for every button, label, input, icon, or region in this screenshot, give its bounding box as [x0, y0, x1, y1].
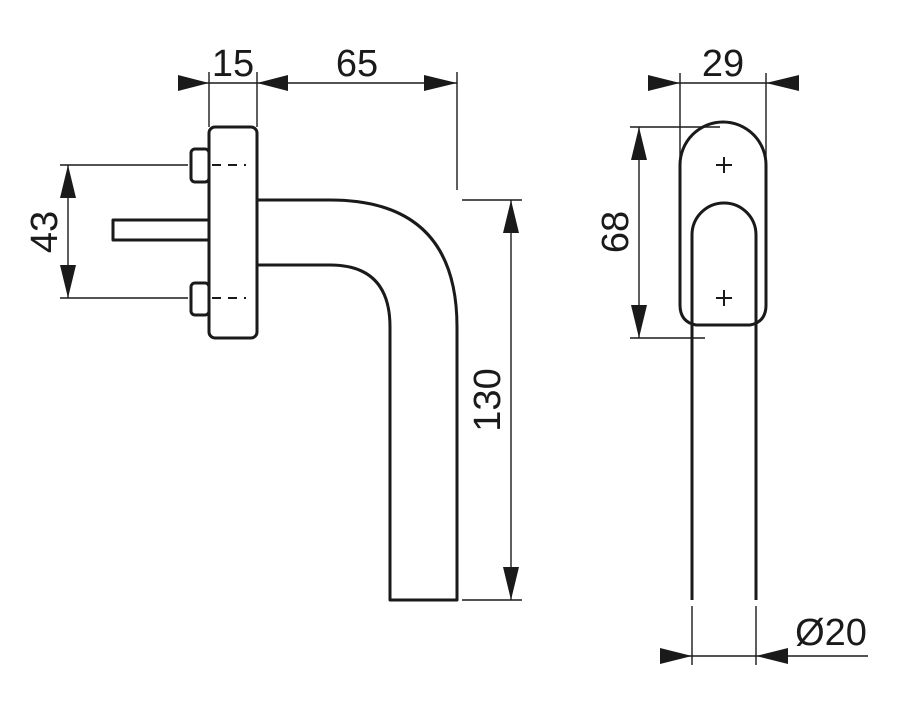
lower-screw-cross	[716, 290, 732, 306]
side-view: 15 65 43 130	[24, 43, 522, 602]
dim-label-43: 43	[24, 211, 66, 253]
handle-grip-front	[690, 201, 758, 600]
upper-screw-head	[189, 147, 211, 184]
dim-label-65: 65	[336, 43, 378, 85]
rose-plate	[207, 125, 259, 340]
lower-screw-head	[189, 281, 211, 317]
front-view: 29 68 Ø20	[595, 43, 868, 665]
handle-lever	[257, 198, 459, 602]
dim-label-15: 15	[212, 43, 254, 85]
dim-label-68: 68	[595, 211, 637, 253]
spindle	[111, 218, 209, 242]
dim-label-29: 29	[702, 43, 744, 85]
upper-screw-cross	[716, 157, 732, 173]
dim-label-130: 130	[467, 368, 509, 431]
dim-label-diameter: Ø20	[795, 612, 867, 654]
